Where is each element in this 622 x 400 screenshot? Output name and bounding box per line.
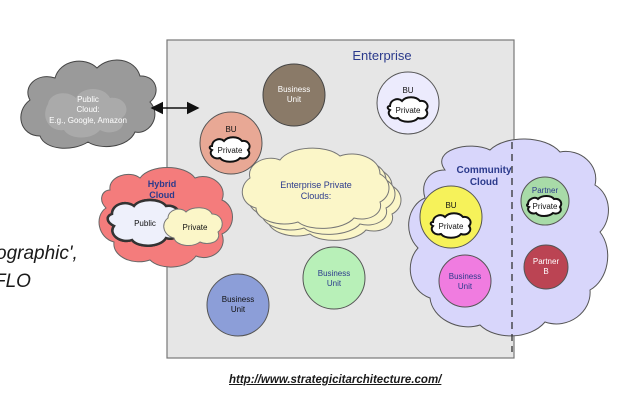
- enterprise-private-label-1: Enterprise Private: [280, 180, 352, 190]
- hybrid-cloud-label-1: Hybrid: [148, 179, 177, 189]
- unit-label-1: Business: [222, 295, 254, 304]
- partner-private-cloud: [526, 195, 563, 217]
- enterprise-title: Enterprise: [352, 48, 411, 63]
- unit-label-2: Unit: [458, 282, 473, 291]
- business-unit-top-center: Business Unit: [262, 63, 326, 127]
- bu-label: BU: [445, 201, 456, 210]
- partner-private-label: Private: [533, 202, 558, 211]
- bu-private-left: BU Private: [199, 111, 263, 175]
- bu-label: BU: [402, 86, 413, 95]
- hybrid-private-label: Private: [183, 223, 208, 232]
- hybrid-private-cloud: [163, 207, 223, 246]
- bu-private-label: Private: [218, 146, 243, 155]
- business-unit-mid-green: Business Unit: [302, 246, 366, 310]
- bu-label: BU: [225, 125, 236, 134]
- hybrid-cloud-label-2: Cloud: [149, 190, 175, 200]
- partner-private: Partner Private: [520, 176, 570, 226]
- unit-label-1: Business: [318, 269, 350, 278]
- bu-private-label: Private: [439, 222, 464, 231]
- unit-label-1: Business: [278, 85, 310, 94]
- source-link[interactable]: http://www.strategicitarchitecture.com/: [229, 374, 442, 386]
- hybrid-cloud: Hybrid Cloud Public Private: [98, 167, 233, 268]
- cropped-side-text-2: FLO: [0, 271, 31, 292]
- unit-label-2: Unit: [327, 279, 342, 288]
- partner-b-label-2: B: [543, 267, 548, 276]
- bu-private-cloud: [208, 136, 251, 163]
- business-unit-community-pink: Business Unit: [438, 254, 492, 308]
- hybrid-public-label: Public: [134, 219, 156, 228]
- enterprise-private-clouds: Enterprise Private Clouds:: [241, 147, 402, 241]
- bu-private-label: Private: [396, 106, 421, 115]
- partner-b-label-1: Partner: [533, 257, 560, 266]
- partner-label: Partner: [532, 186, 559, 195]
- bu-private-cloud: [386, 96, 429, 123]
- public-cloud-label-3: E.g., Google, Amazon: [49, 116, 127, 125]
- partner-b: Partner B: [523, 244, 569, 290]
- bu-private-cloud: [429, 212, 472, 239]
- public-cloud-label-1: Public: [77, 95, 99, 104]
- bu-private-top-right: BU Private: [376, 71, 440, 135]
- public-cloud-label-2: Cloud:: [76, 105, 99, 114]
- public-cloud: Public Cloud: E.g., Google, Amazon: [20, 59, 157, 149]
- cropped-side-text-1: ographic',: [0, 243, 78, 264]
- bu-private-community-yellow: BU Private: [419, 185, 483, 249]
- enterprise-private-label-2: Clouds:: [301, 191, 332, 201]
- community-cloud-label-1: Community: [457, 165, 512, 176]
- unit-label-2: Unit: [231, 305, 246, 314]
- unit-label-1: Business: [449, 272, 481, 281]
- community-cloud-label-2: Cloud: [470, 177, 498, 188]
- unit-label-2: Unit: [287, 95, 302, 104]
- business-unit-bottom-blue: Business Unit: [206, 273, 270, 337]
